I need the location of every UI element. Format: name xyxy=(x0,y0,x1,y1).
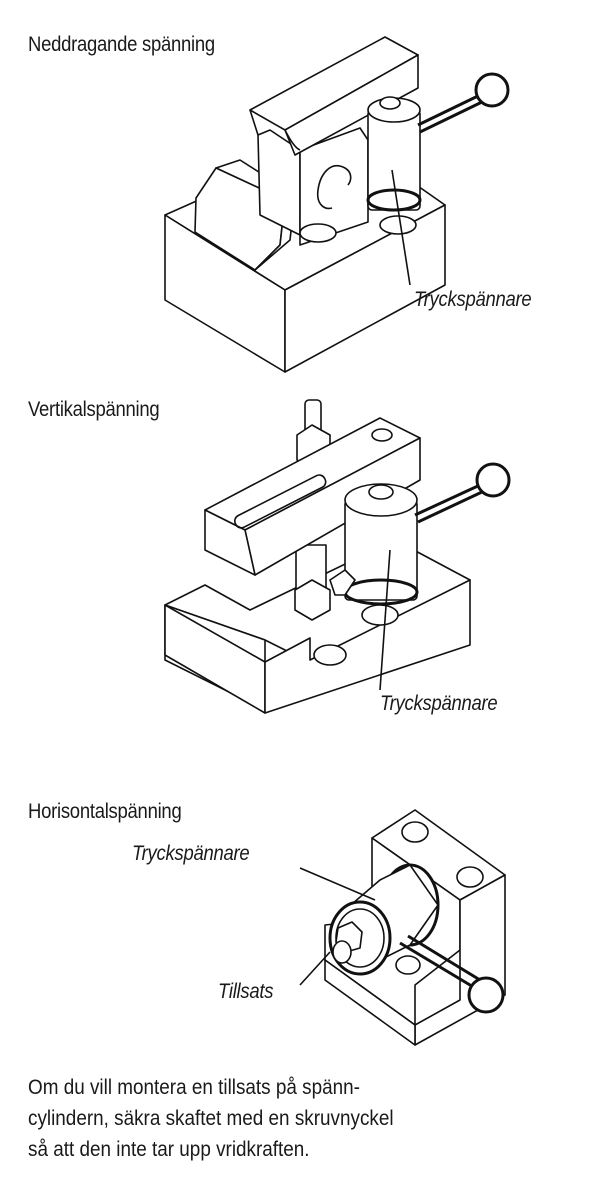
attachment-tip xyxy=(332,940,352,964)
section-title-downward-clamping: Neddragande spänning xyxy=(28,33,215,56)
note-line: cylindern, säkra skaftet med en skruvnyc… xyxy=(28,1107,394,1130)
bracket-slot xyxy=(316,165,352,210)
hex-nut xyxy=(294,579,331,621)
mount-hole xyxy=(401,821,429,843)
illustration-horizontal-clamping xyxy=(299,809,506,1046)
section-title-vertical-clamping: Vertikalspänning xyxy=(28,398,160,421)
note-line: så att den inte tar upp vridkraften. xyxy=(28,1138,310,1161)
callout-attachment: Tillsats xyxy=(218,980,274,1003)
note-line: Om du vill montera en tillsats på spänn- xyxy=(28,1076,360,1099)
handle-knob xyxy=(467,976,505,1014)
mount-hole xyxy=(361,604,399,626)
mount-hole xyxy=(379,215,417,235)
callout-leader xyxy=(379,549,391,691)
mount-hole xyxy=(313,644,347,666)
callout-pressure-clamp: Tryckspännare xyxy=(132,842,250,865)
illustration-downward-clamping xyxy=(164,36,510,373)
callout-pressure-clamp: Tryckspännare xyxy=(380,692,498,715)
threaded-hole xyxy=(395,955,421,975)
base-block-side xyxy=(264,579,471,714)
illustration-vertical-clamping xyxy=(164,399,511,714)
mount-hole xyxy=(299,223,337,243)
clamp-bar-end xyxy=(204,509,256,576)
handle-knob xyxy=(474,72,510,108)
pressure-clamp-cylinder xyxy=(367,109,421,211)
bar-hole xyxy=(371,428,393,442)
mount-hole xyxy=(456,866,484,888)
section-title-horizontal-clamping: Horisontalspänning xyxy=(28,800,182,823)
callout-leader xyxy=(391,169,411,286)
callout-pressure-clamp: Tryckspännare xyxy=(414,288,532,311)
clamp-arm-front xyxy=(284,54,419,156)
handle-knob xyxy=(475,462,511,498)
block-lower-front xyxy=(324,959,416,1046)
wing-screw xyxy=(329,569,356,596)
callout-leader xyxy=(299,951,331,986)
instruction-note: Om du vill montera en tillsats på spänn-… xyxy=(28,1072,394,1165)
callout-leader xyxy=(299,867,376,901)
